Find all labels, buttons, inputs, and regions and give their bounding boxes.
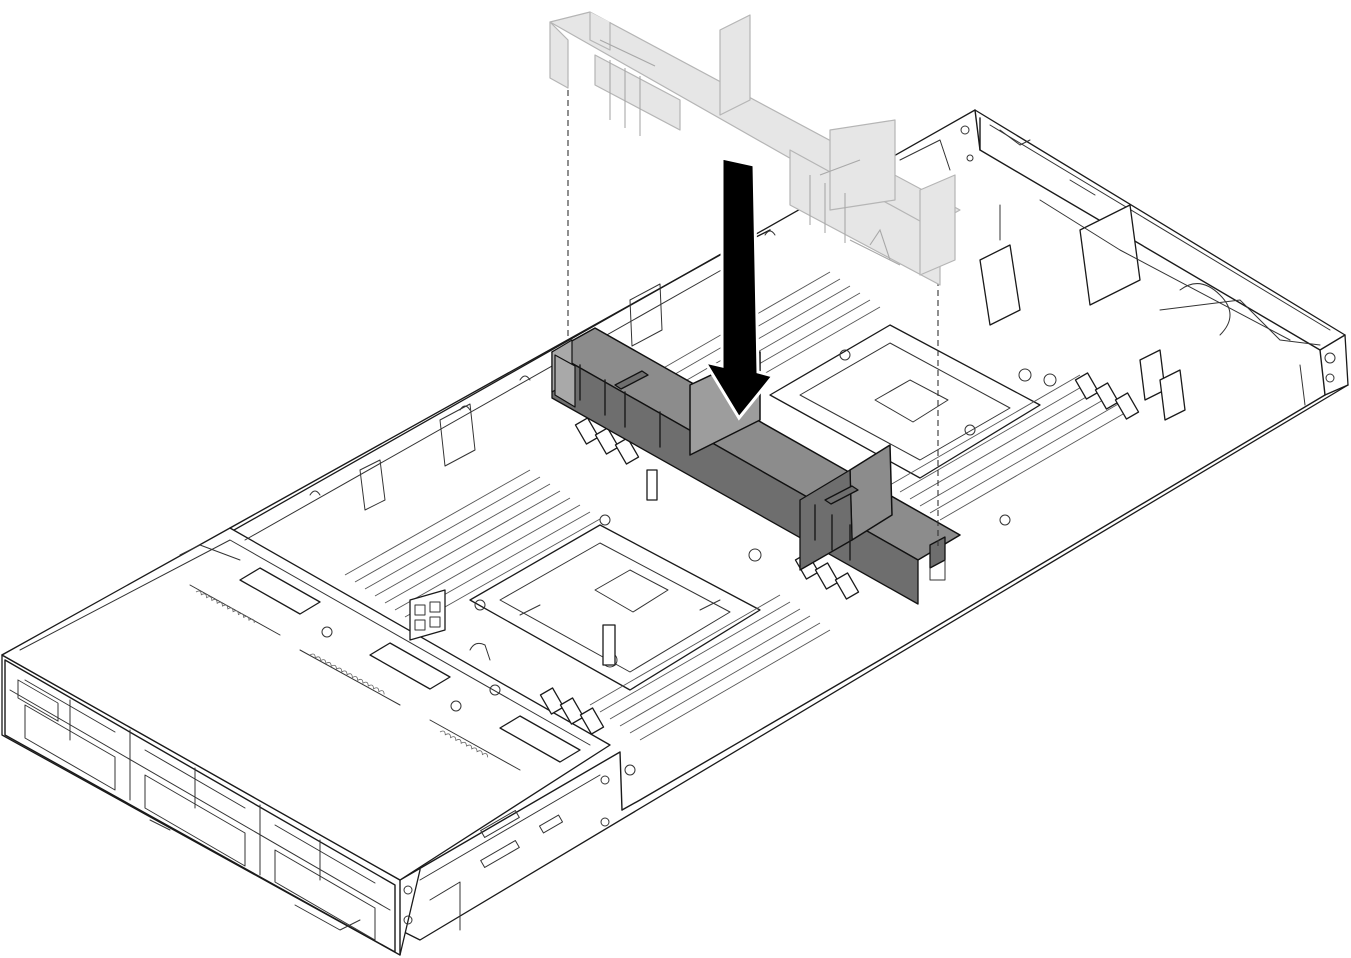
front-drive-cage	[1, 527, 636, 956]
processor-socket-2	[769, 324, 1057, 479]
dimm-latches	[539, 372, 1140, 735]
dimm-bank-2	[589, 594, 831, 741]
rear-io-area	[899, 139, 1321, 526]
drive-bays	[4, 659, 396, 953]
air-baffle-ghost	[549, 11, 961, 286]
memory-slots	[344, 271, 1140, 741]
power-connector	[409, 589, 446, 641]
dimm-bank-4	[889, 374, 1131, 521]
alignment-guides	[567, 80, 939, 548]
drive-backplane	[179, 544, 581, 771]
down-arrow-icon	[701, 156, 776, 421]
